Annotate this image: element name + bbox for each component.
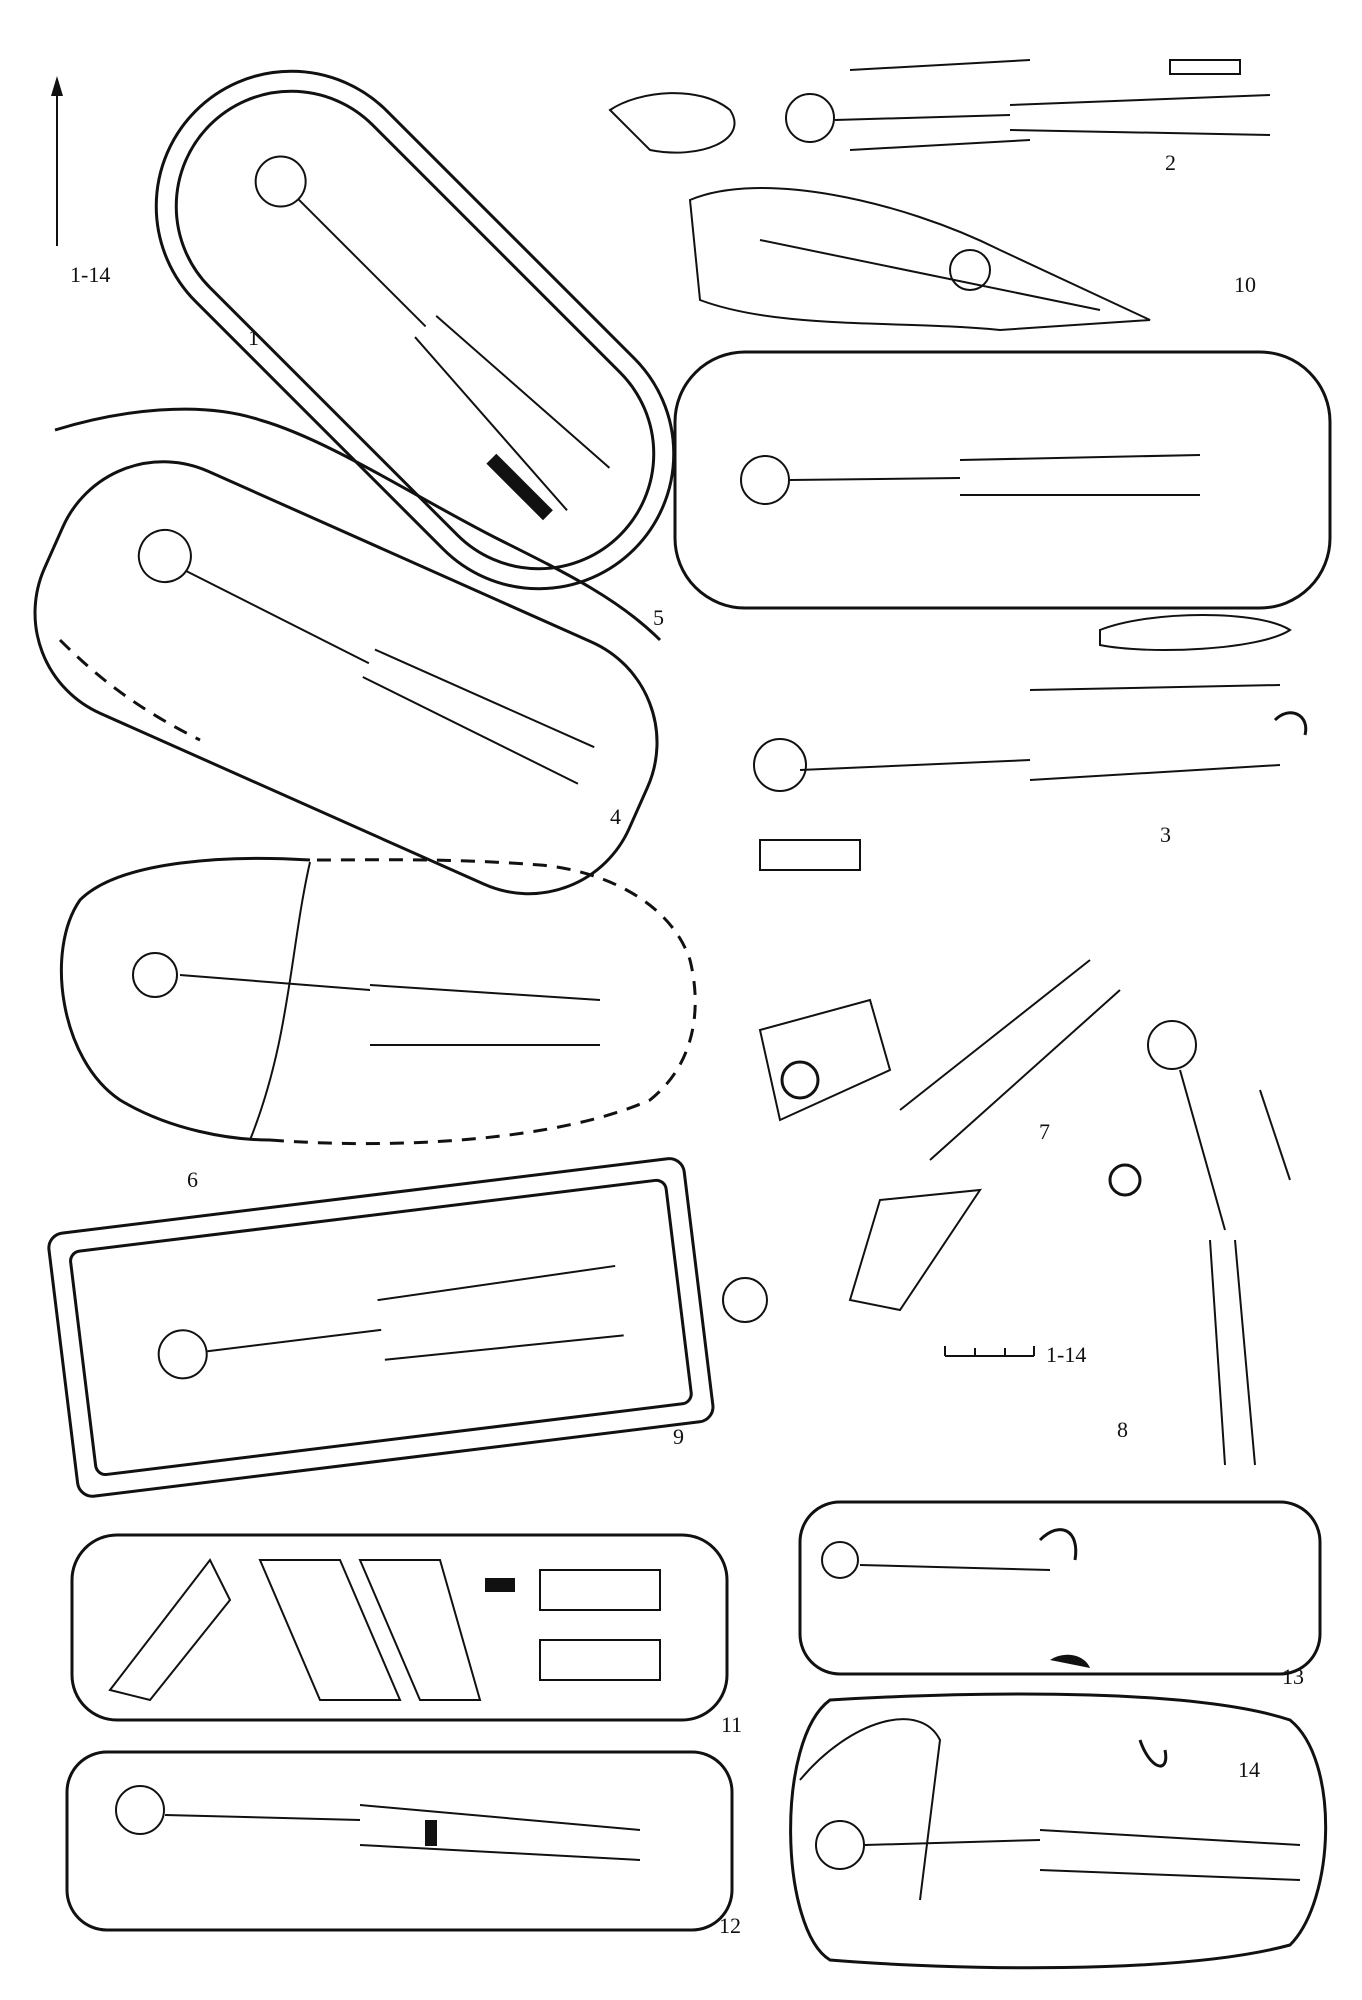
grave-5	[673, 350, 1332, 610]
burial-number-5: 5	[653, 605, 664, 630]
burial-number-3: 3	[1160, 822, 1171, 847]
burial-number-8: 8	[1117, 1417, 1128, 1442]
scale-bar-label: 1-14	[1046, 1342, 1087, 1367]
grave-12	[65, 1750, 734, 1932]
burial-number-7: 7	[1039, 1119, 1050, 1144]
burial-number-4: 4	[610, 804, 621, 829]
grave-14	[789, 1692, 1328, 1970]
grave-1	[154, 69, 676, 591]
north-arrow-icon	[51, 76, 63, 246]
grave-6	[59, 856, 697, 1146]
burial-number-9: 9	[673, 1424, 684, 1449]
skeleton-10	[688, 187, 1151, 332]
scale-label-left: 1-14	[70, 262, 111, 287]
burial-number-12: 12	[719, 1913, 741, 1938]
pit-edge-line	[54, 407, 662, 642]
burial-number-11: 11	[721, 1712, 743, 1737]
skeleton-8	[1108, 1020, 1291, 1466]
scale-bar	[944, 1346, 1035, 1357]
grave-11	[70, 1533, 729, 1722]
burial-number-14: 14	[1238, 1757, 1260, 1782]
burial-number-6: 6	[187, 1167, 198, 1192]
burial-number-1: 1	[248, 325, 259, 350]
burial-number-10: 10	[1234, 272, 1256, 297]
skeleton-3	[753, 614, 1308, 871]
skeleton-7	[722, 959, 1121, 1323]
burial-number-13: 13	[1282, 1664, 1304, 1689]
pit-edge-dashed	[58, 638, 201, 742]
grave-13	[798, 1500, 1322, 1676]
skeleton-2	[608, 59, 1271, 154]
burial-number-2: 2	[1165, 150, 1176, 175]
grave-9	[47, 1157, 715, 1498]
grave-4	[33, 460, 659, 896]
